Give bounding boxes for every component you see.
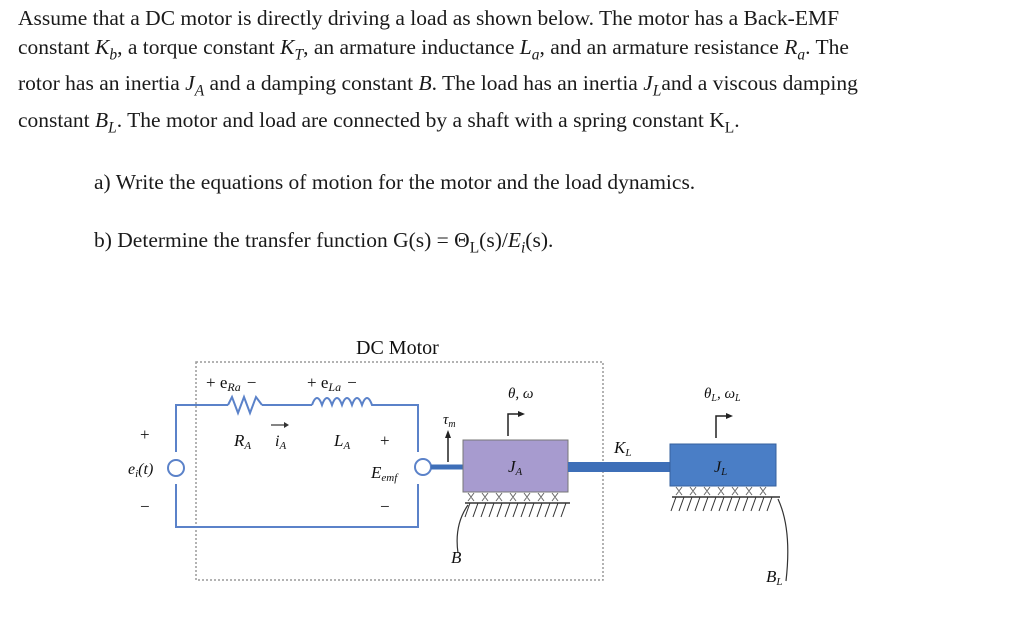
label-bl: BL <box>766 567 783 588</box>
emf-terminal <box>414 458 432 476</box>
problem-text: . The <box>805 35 849 59</box>
motor-rotation-arrow <box>507 413 518 436</box>
symbol-kt: KT <box>280 35 304 64</box>
symbol-b: B <box>418 71 432 96</box>
label-tau: τm <box>443 412 456 430</box>
load-rotation-arrow <box>715 415 726 438</box>
rotor-ground-hatch <box>464 502 567 518</box>
problem-text: . <box>734 107 740 132</box>
current-arrowhead <box>284 422 289 428</box>
problem-statement: Assume that a DC motor is directly drivi… <box>18 4 1018 142</box>
symbol-bl: BL <box>95 107 117 136</box>
torque-arrowhead <box>445 430 451 438</box>
rotor-inertia-block <box>462 439 569 493</box>
problem-text: , and an armature resistance <box>539 35 785 59</box>
symbol-jl: JL <box>643 71 662 100</box>
symbol-kb: Kb <box>95 35 118 64</box>
label-e-la: + eLa− <box>307 373 357 394</box>
problem-line-3: rotor has an inertia JA and a damping co… <box>18 69 1018 105</box>
connecting-shaft <box>568 462 670 472</box>
label-theta-load: θL, ωL <box>704 386 741 404</box>
label-input-minus: − <box>140 497 150 516</box>
symbol-ja: JA <box>185 71 205 100</box>
problem-text: constant <box>18 35 96 59</box>
load-damping-lead <box>777 498 789 582</box>
problem-line-4: constant BL. The motor and load are conn… <box>18 106 1018 142</box>
label-jl: JL <box>714 459 727 478</box>
problem-text: Assume that a DC motor is directly drivi… <box>18 6 840 30</box>
label-theta-motor: θ, ω <box>508 386 533 402</box>
load-ground-hatch <box>670 496 773 512</box>
label-emf-minus: − <box>380 497 390 516</box>
symbol-la: La <box>519 35 540 64</box>
label-eemf: Eemf <box>370 463 399 484</box>
label-b: B <box>451 548 462 567</box>
rotor-bearing <box>467 492 559 502</box>
problem-text: , a torque constant <box>117 35 281 59</box>
problem-text: and a viscous damping <box>661 71 858 96</box>
problem-text: constant <box>18 107 96 132</box>
label-la: LA <box>333 431 350 452</box>
problem-text: and a damping constant <box>204 71 419 96</box>
label-e-ra: + eRa− <box>206 373 256 394</box>
resistor-ra <box>227 394 263 416</box>
problem-line-1: Assume that a DC motor is directly drivi… <box>18 4 1018 33</box>
label-input-plus: + <box>140 425 150 444</box>
label-ra: RA <box>233 431 251 452</box>
problem-text: rotor has an inertia <box>18 71 186 96</box>
dc-motor-title: DC Motor <box>356 337 439 359</box>
symbol-kl: KL <box>709 107 735 136</box>
label-ja: JA <box>508 457 523 478</box>
damping-b-lead <box>456 504 469 554</box>
motor-rotation-arrowhead <box>518 411 525 417</box>
problem-text: . The motor and load are connected by a … <box>116 107 710 132</box>
armature-circuit <box>175 404 419 528</box>
symbol-ra: Ra <box>784 35 806 64</box>
problem-text: . The load has an inertia <box>431 71 644 96</box>
load-inertia-block <box>669 443 777 487</box>
label-emf-plus: + <box>380 431 390 450</box>
problem-text: , an armature inductance <box>303 35 520 59</box>
label-ia: iA <box>275 433 286 452</box>
problem-line-2: constant Kb, a torque constant KT, an ar… <box>18 33 1018 69</box>
input-terminal <box>167 459 185 477</box>
load-rotation-arrowhead <box>726 413 733 419</box>
label-input: ei(t) <box>128 461 153 480</box>
question-b: b) Determine the transfer function G(s) … <box>94 228 554 257</box>
question-a: a) Write the equations of motion for the… <box>94 170 696 194</box>
load-bearing <box>675 486 767 496</box>
inductor-la <box>311 397 375 408</box>
label-kl: KL <box>613 438 631 459</box>
